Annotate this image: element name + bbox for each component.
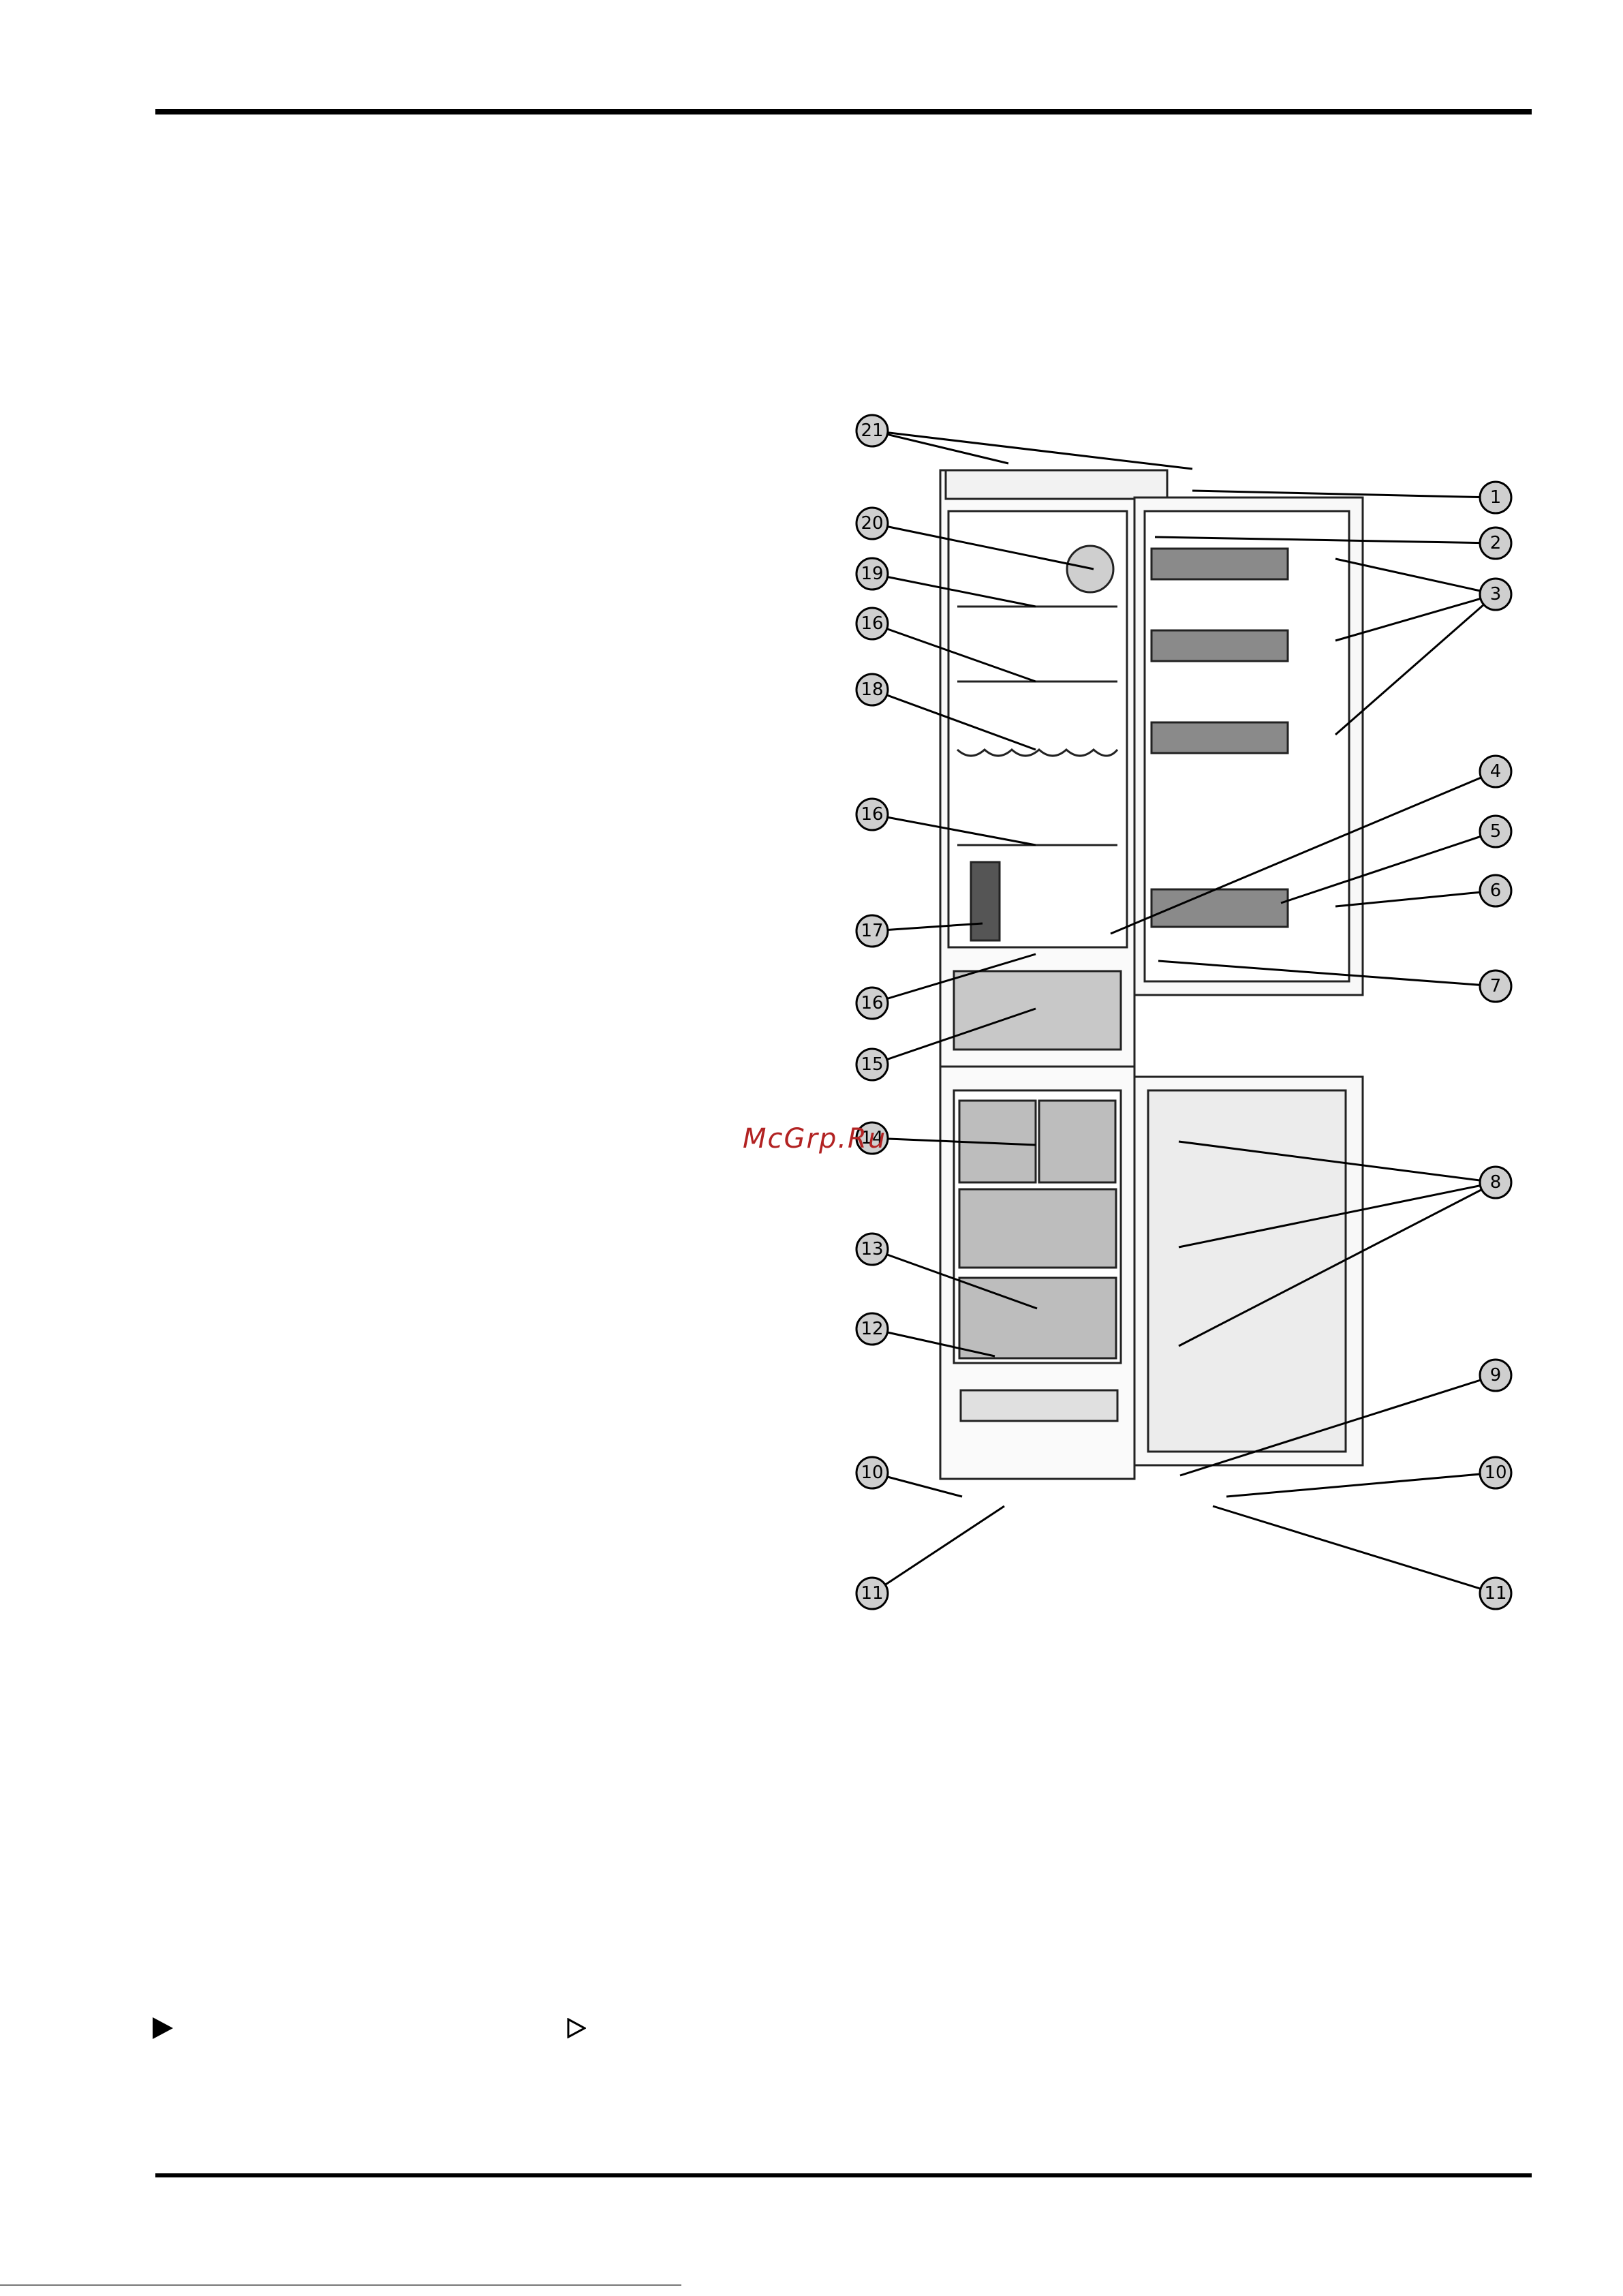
callout-number: 16	[861, 804, 883, 825]
callout-12: 12	[856, 1313, 888, 1345]
callout-number: 3	[1490, 584, 1502, 604]
callout-number: 8	[1490, 1172, 1502, 1193]
callout-number: 10	[861, 1463, 883, 1483]
callout-19: 19	[856, 558, 888, 590]
callout-18: 18	[856, 674, 888, 705]
callout-number: 7	[1490, 976, 1502, 996]
watermark: McGrp.Ru	[743, 1123, 886, 1154]
callout-11: 11	[1480, 1578, 1511, 1609]
callout-10: 10	[856, 1457, 888, 1488]
callout-10: 10	[1480, 1457, 1511, 1488]
callout-16: 16	[856, 608, 888, 639]
freezer-drawer	[959, 1189, 1116, 1268]
callout-number: 2	[1490, 533, 1502, 553]
callout-16: 16	[856, 799, 888, 830]
callout-6: 6	[1480, 875, 1511, 906]
callout-number: 16	[861, 993, 883, 1013]
callout-11: 11	[856, 1578, 888, 1609]
callout-7: 7	[1480, 970, 1511, 1002]
callout-number: 6	[1490, 881, 1502, 901]
callout-3: 3	[1480, 579, 1511, 610]
callout-number: 4	[1490, 761, 1502, 782]
callout-number: 1	[1490, 487, 1502, 508]
crisper-drawer	[954, 971, 1121, 1050]
callout-number: 13	[861, 1239, 883, 1259]
callout-21: 21	[856, 415, 888, 446]
hollow-triangle-icon	[567, 2018, 586, 2038]
callout-number: 21	[861, 420, 883, 441]
callout-number: 12	[861, 1319, 883, 1339]
callout-number: 17	[861, 921, 883, 941]
door-shelf	[1151, 630, 1288, 661]
callout-number: 11	[1484, 1583, 1506, 1604]
freezer-drawer	[1039, 1101, 1115, 1182]
bottom-line	[0, 2284, 681, 2286]
callout-16: 16	[856, 988, 888, 1019]
callout-number: 19	[861, 564, 883, 584]
callout-5: 5	[1480, 816, 1511, 847]
top-cover	[946, 470, 1167, 499]
callout-15: 15	[856, 1049, 888, 1080]
holder	[971, 862, 1000, 940]
callout-number: 9	[1490, 1365, 1502, 1386]
callout-number: 5	[1490, 821, 1502, 842]
header-rule	[155, 109, 1532, 114]
door-liner	[1148, 1090, 1346, 1452]
door-shelf	[1151, 722, 1288, 753]
callout-4: 4	[1480, 756, 1511, 787]
callout-17: 17	[856, 915, 888, 947]
callout-13: 13	[856, 1234, 888, 1265]
callout-number: 11	[861, 1583, 883, 1604]
callout-2: 2	[1480, 527, 1511, 559]
callout-1: 1	[1480, 482, 1511, 513]
callout-number: 10	[1484, 1463, 1506, 1483]
callout-20: 20	[856, 508, 888, 539]
callout-8: 8	[1480, 1167, 1511, 1198]
callout-number: 18	[861, 679, 883, 700]
solid-triangle-bullet-icon	[153, 2017, 173, 2039]
footer-rule	[155, 2173, 1532, 2177]
callout-number: 15	[861, 1054, 883, 1075]
callout-9: 9	[1480, 1360, 1511, 1391]
callout-number: 20	[861, 513, 883, 534]
callout-number: 16	[861, 613, 883, 634]
door-shelf	[1151, 549, 1288, 579]
ventilation-grille	[961, 1390, 1117, 1421]
